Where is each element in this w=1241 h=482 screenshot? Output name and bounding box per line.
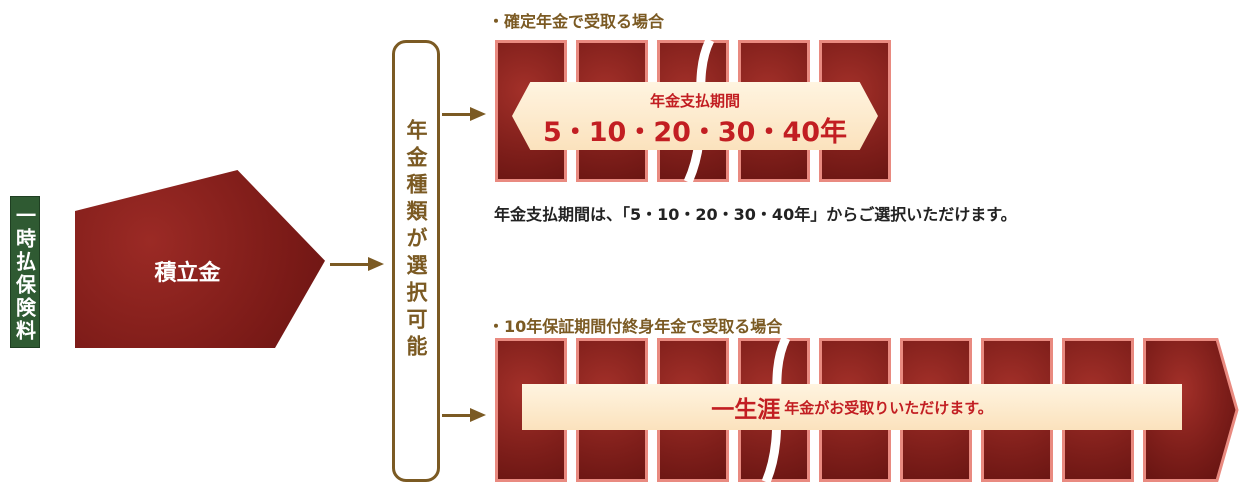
single-premium-label: 一時払保険料 xyxy=(12,205,37,343)
arrow-to-selection-line xyxy=(330,263,370,266)
arrow-to-fixed-line xyxy=(442,113,472,116)
payment-period-note: 年金支払期間は、「5・10・20・30・40年」からご選択いただけます。 xyxy=(494,205,1017,224)
payment-period-banner xyxy=(512,82,878,150)
lifetime-end-arrow-block xyxy=(1143,338,1239,482)
payment-period-values: 5・10・20・30・40年 xyxy=(542,117,848,148)
annuity-type-selection-label: 年金種類が選択可能 xyxy=(404,119,428,362)
annuity-type-selection-box: 年金種類が選択可能 xyxy=(392,40,440,482)
accumulation-label: 積立金 xyxy=(154,261,221,286)
lifetime-banner xyxy=(522,384,1182,430)
lifetime-emphasis: 一生涯 xyxy=(711,397,781,423)
payment-period-title: 年金支払期間 xyxy=(649,92,740,110)
lifetime-banner-text: 一生涯 年金がお受取りいただけます。 xyxy=(522,384,1182,430)
single-premium-box: 一時払保険料 xyxy=(10,196,40,348)
lifetime-annuity-heading: ・10年保証期間付終身年金で受取る場合 xyxy=(488,317,783,336)
arrow-to-selection-head xyxy=(368,257,384,271)
arrow-to-lifetime-line xyxy=(442,414,472,417)
fixed-annuity-heading: ・確定年金で受取る場合 xyxy=(488,12,665,31)
accumulation-shape: 積立金 xyxy=(75,170,325,348)
arrow-to-fixed-head xyxy=(470,107,486,121)
arrow-to-lifetime-head xyxy=(470,408,486,422)
lifetime-description: 年金がお受取りいただけます。 xyxy=(784,398,993,417)
